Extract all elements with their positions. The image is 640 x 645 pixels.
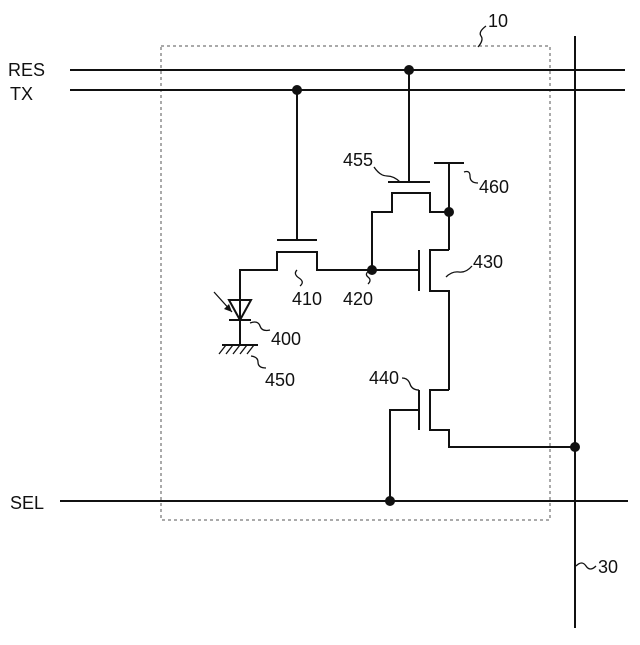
leader-440: [402, 378, 419, 390]
ref-10: 10: [488, 11, 508, 31]
vdd-junction: [444, 207, 454, 217]
column-junction: [570, 442, 580, 452]
select-transistor: [390, 390, 575, 501]
pixel-boundary: [161, 46, 550, 520]
tx-label: TX: [10, 84, 33, 104]
ground-icon: [219, 345, 258, 354]
leader-400: [250, 322, 270, 331]
leader-450: [251, 356, 266, 368]
leader-10: [478, 26, 486, 47]
photodiode: [229, 300, 251, 345]
ref-420: 420: [343, 289, 373, 309]
tx-junction: [292, 85, 302, 95]
ref-30: 30: [598, 557, 618, 577]
leader-430: [446, 266, 472, 277]
leader-410: [295, 270, 302, 286]
ref-410: 410: [292, 289, 322, 309]
ref-440: 440: [369, 368, 399, 388]
ref-460: 460: [479, 177, 509, 197]
ref-400: 400: [271, 329, 301, 349]
leader-455: [374, 167, 400, 182]
leader-30: [576, 563, 596, 569]
res-label: RES: [8, 60, 45, 80]
ref-450: 450: [265, 370, 295, 390]
leader-460: [464, 172, 478, 184]
power-supply: [434, 163, 464, 250]
ref-430: 430: [473, 252, 503, 272]
fd-wire: [372, 193, 449, 270]
sel-label: SEL: [10, 493, 44, 513]
res-junction: [404, 65, 414, 75]
ref-455: 455: [343, 150, 373, 170]
sel-junction: [385, 496, 395, 506]
